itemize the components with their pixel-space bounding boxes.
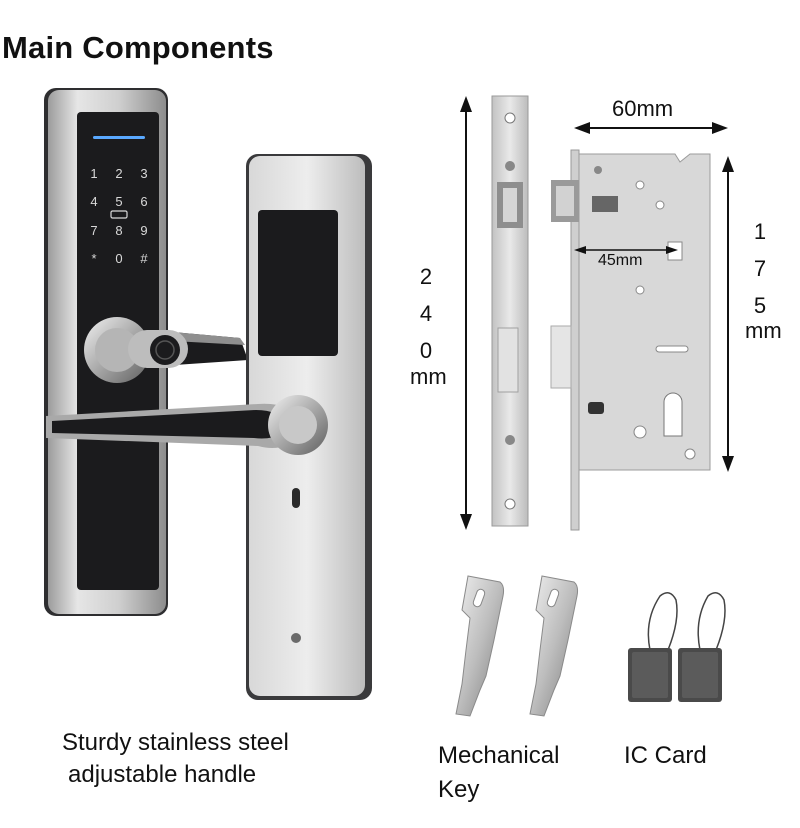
keypad: 1 2 3 4 5 6 7 8 9 * 0 # <box>90 166 148 266</box>
height-digit: 7 <box>753 256 767 281</box>
keypad-key: # <box>140 251 148 266</box>
ic-card-icon <box>628 592 678 702</box>
battery-cover <box>258 210 338 356</box>
faceplate-height-label: 2 4 0 <box>410 258 442 369</box>
keypad-key: 1 <box>90 166 97 181</box>
mortise-illustration <box>460 95 734 531</box>
mortise-case <box>550 149 711 531</box>
backset-label: 45mm <box>598 252 643 269</box>
mechanical-keys-illustration <box>455 575 579 717</box>
width-arrow <box>574 122 728 134</box>
height-digit: 0 <box>419 338 433 363</box>
keyhole-icon <box>292 488 300 508</box>
handle-caption-line2: adjustable handle <box>68 761 257 788</box>
height-digit: 1 <box>753 219 767 244</box>
key-caption-line2: Key <box>438 776 480 803</box>
keypad-key: 6 <box>140 194 147 209</box>
faceplate-height-unit: mm <box>410 364 447 389</box>
smart-lock-illustration: 1 2 3 4 5 6 7 8 9 * 0 # <box>44 88 372 700</box>
page-title: Main Components <box>2 30 274 65</box>
keypad-key: 9 <box>140 223 147 238</box>
keypad-key: 3 <box>140 166 147 181</box>
fingerprint-handle <box>84 317 248 383</box>
ic-card-icon <box>678 592 726 702</box>
case-height-label: 1 7 5 <box>748 213 772 324</box>
card-caption: IC Card <box>624 742 707 769</box>
key-caption-line1: Mechanical <box>438 742 560 769</box>
status-light <box>93 136 145 139</box>
key-icon <box>529 575 579 717</box>
height-digit: 5 <box>753 293 767 318</box>
cylinder-hole-icon <box>663 392 683 437</box>
backset-arrow <box>574 246 678 254</box>
height-digit: 4 <box>419 301 433 326</box>
fingerprint-sensor-icon <box>150 335 180 365</box>
keypad-key: 4 <box>90 194 97 209</box>
screw-icon <box>291 633 301 643</box>
key-icon <box>455 575 505 717</box>
lever-handle <box>46 395 328 455</box>
height-arrow <box>460 96 472 530</box>
card-reader-icon <box>110 210 128 219</box>
width-label: 60mm <box>612 96 674 121</box>
case-height-unit: mm <box>745 318 782 343</box>
height-digit: 2 <box>419 264 433 289</box>
handle-caption-line1: Sturdy stainless steel <box>62 729 289 756</box>
keypad-key: * <box>91 251 96 266</box>
faceplate <box>491 95 529 527</box>
case-height-arrow <box>722 156 734 472</box>
keypad-key: 0 <box>115 251 122 266</box>
keypad-key: 5 <box>115 194 122 209</box>
keypad-key: 7 <box>90 223 97 238</box>
keypad-key: 2 <box>115 166 122 181</box>
keypad-key: 8 <box>115 223 122 238</box>
ic-cards-illustration <box>628 592 726 702</box>
